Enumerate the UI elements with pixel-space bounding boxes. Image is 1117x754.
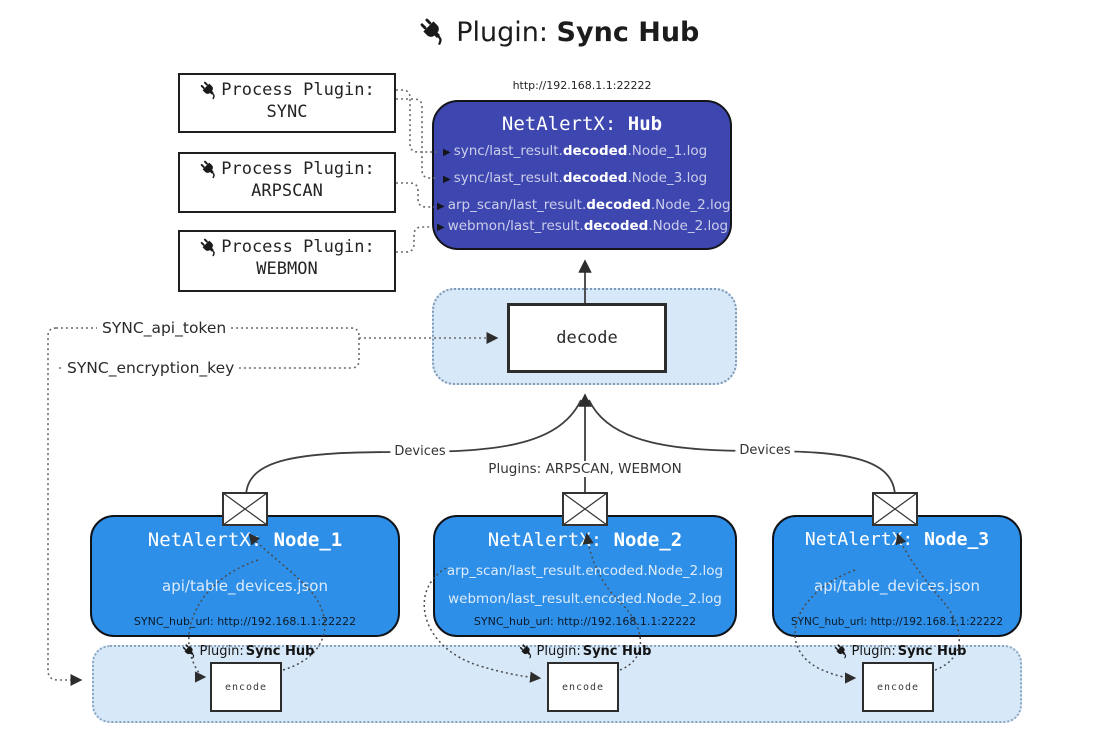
process-plugin-label: Process Plugin:: [221, 159, 375, 179]
hub-log-line: ▶sync/last_result.decoded.Node_3.log: [443, 170, 708, 186]
triangle-right-icon: ▶: [437, 201, 445, 212]
hub-box: NetAlertX: Hub ▶sync/last_result.decoded…: [432, 100, 732, 250]
encode-box: encode: [210, 662, 282, 712]
process-plugin-webmon-box: Process Plugin: WEBMON: [178, 230, 396, 292]
node3-box: NetAlertX: Node_3 api/table_devices.json…: [772, 515, 1022, 637]
hub-title: NetAlertX: Hub: [434, 113, 730, 135]
hub-title-name: Hub: [627, 113, 663, 135]
process-plugin-name: ARPSCAN: [251, 181, 323, 201]
connector-arpscan-to-hub-line3: [396, 182, 434, 208]
connector-webmon-to-hub-line4: [396, 226, 432, 253]
process-plugin-name: SYNC: [266, 102, 308, 122]
plug-icon: [199, 159, 219, 179]
encode-box: encode: [547, 662, 619, 712]
node-hub-url: SYNC_hub_url: http://192.168.1.1:22222: [790, 616, 1004, 628]
envelope-icon: [222, 492, 268, 526]
node-title: NetAlertX: Node_2: [487, 529, 683, 551]
envelope-icon: [872, 492, 918, 526]
process-plugin-name: WEBMON: [256, 259, 318, 279]
node-file: api/table_devices.json: [162, 577, 328, 595]
node1-box: NetAlertX: Node_1 api/table_devices.json…: [90, 515, 400, 637]
encode-box: encode: [862, 662, 934, 712]
envelope-icon: [562, 492, 608, 526]
hub-log-line: ▶sync/last_result.decoded.Node_1.log: [443, 143, 708, 159]
triangle-right-icon: ▶: [437, 222, 445, 233]
node-title: NetAlertX: Node_1: [147, 529, 343, 551]
page-title-name: Sync Hub: [556, 17, 700, 48]
connector-keys-to-encode-bar: [47, 327, 83, 686]
plug-icon: [834, 643, 850, 659]
plugins-mid-label: Plugins: ARPSCAN, WEBMON: [484, 461, 686, 477]
devices-right-label: Devices: [735, 443, 795, 458]
node-title: NetAlertX: Node_3: [804, 529, 990, 550]
page-title: Plugin: Sync Hub: [0, 16, 1117, 48]
devices-left-label: Devices: [390, 444, 450, 459]
plug-icon: [418, 16, 448, 46]
hub-log-line: ▶webmon/last_result.decoded.Node_2.log: [437, 218, 729, 234]
process-plugin-sync-box: Process Plugin: SYNC: [178, 73, 396, 133]
triangle-right-icon: ▶: [443, 147, 451, 158]
page-title-prefix: Plugin:: [456, 17, 548, 48]
plug-icon: [519, 643, 535, 659]
plug-icon: [182, 643, 198, 659]
hub-title-prefix: NetAlertX:: [501, 113, 617, 135]
process-plugin-label: Process Plugin:: [221, 237, 375, 257]
node-file: arp_scan/last_result.encoded.Node_2.log: [446, 563, 724, 579]
hub-url: http://192.168.1.1:22222: [512, 79, 652, 92]
node-hub-url: SYNC_hub_url: http://192.168.1.1:22222: [473, 615, 697, 628]
sync-api-token-label: SYNC_api_token: [97, 319, 232, 337]
node-file: webmon/last_result.encoded.Node_2.log: [448, 591, 722, 607]
encoder-plugin-label: Plugin: Sync Hub: [519, 643, 651, 659]
node-hub-url: SYNC_hub_url: http://192.168.1.1:22222: [133, 615, 357, 628]
hub-log-line: ▶arp_scan/last_result.decoded.Node_2.log: [437, 197, 731, 213]
process-plugin-arpscan-box: Process Plugin: ARPSCAN: [178, 152, 396, 213]
process-plugin-label: Process Plugin:: [221, 80, 375, 100]
plug-icon: [199, 237, 219, 257]
node-file: api/table_devices.json: [814, 577, 980, 595]
sync-encryption-key-label: SYNC_encryption_key: [62, 359, 240, 377]
node2-box: NetAlertX: Node_2 arp_scan/last_result.e…: [433, 515, 737, 637]
decode-box: decode: [507, 303, 667, 373]
encoder-plugin-label: Plugin: Sync Hub: [834, 643, 966, 659]
plug-icon: [199, 80, 219, 100]
encoder-plugin-label: Plugin: Sync Hub: [182, 643, 314, 659]
triangle-right-icon: ▶: [443, 174, 451, 185]
